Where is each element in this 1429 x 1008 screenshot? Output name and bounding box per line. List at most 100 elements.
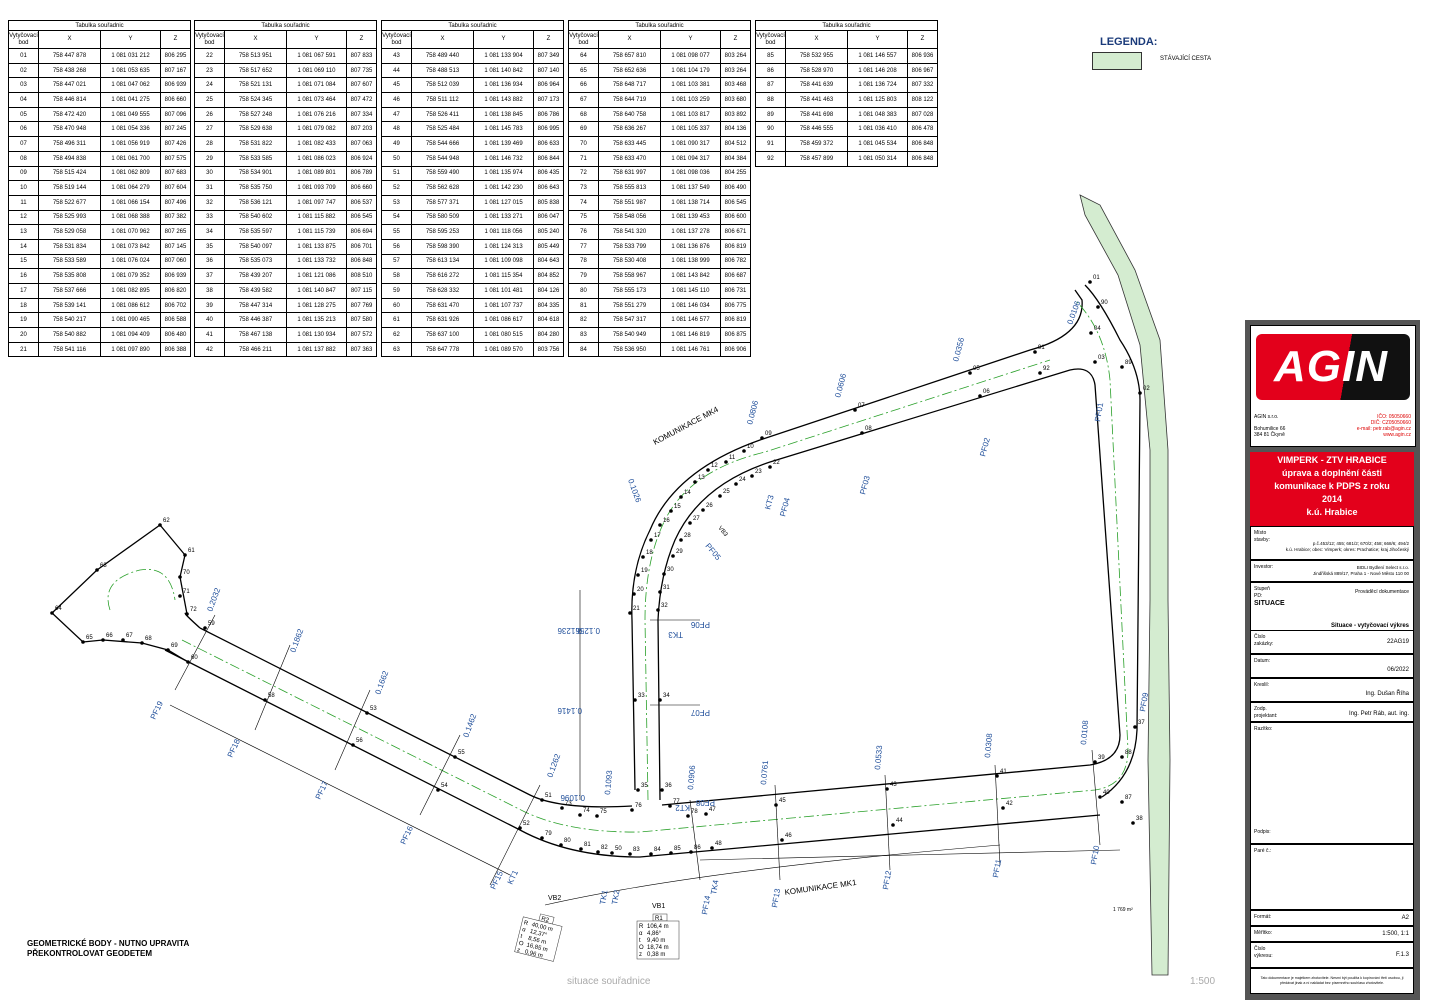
survey-point-marker <box>1093 360 1097 364</box>
z-coord: 807 332 <box>907 77 938 94</box>
survey-point-marker <box>183 553 187 557</box>
z-coord: 807 580 <box>346 312 377 329</box>
z-coord: 806 731 <box>720 283 751 299</box>
curve-r2-name: R2 <box>541 916 551 924</box>
z-coord: 807 096 <box>160 106 191 123</box>
site-value: p.č.453/12; 455; 681/2; 670/2; 458; 668/… <box>1286 541 1409 553</box>
survey-point-marker <box>1033 350 1037 354</box>
survey-point-marker <box>263 698 267 702</box>
survey-point-label: 37 <box>1138 720 1145 726</box>
station-label: 0.1096 <box>560 793 585 802</box>
survey-point-label: 27 <box>693 516 700 522</box>
mark-label: TK3 <box>668 630 683 639</box>
z-coord: 806 848 <box>907 150 938 167</box>
survey-point-label: 53 <box>370 706 377 712</box>
z-coord: 806 702 <box>160 297 191 314</box>
section-title: SITUACE <box>1254 600 1285 607</box>
survey-point-marker <box>203 626 207 630</box>
survey-point-label: 38 <box>1136 816 1143 822</box>
survey-point-marker <box>658 523 662 527</box>
point-id: 23 <box>194 62 225 79</box>
mark-label: KT3 <box>763 493 776 510</box>
x-coord: 758 524 345 <box>224 92 287 108</box>
curve-param-key: O <box>639 945 644 951</box>
station-label: 0.0761 <box>759 759 770 785</box>
z-coord: 807 572 <box>346 327 377 343</box>
survey-point-marker <box>760 436 764 440</box>
mk1-south-edge <box>164 649 1101 858</box>
x-coord: 758 530 408 <box>598 253 661 270</box>
survey-point-marker <box>693 480 697 484</box>
x-coord: 758 535 073 <box>224 253 287 270</box>
survey-point-label: 70 <box>183 570 190 576</box>
survey-point-label: 67 <box>126 633 133 639</box>
curve-param-value: 12,37° <box>529 929 548 939</box>
survey-point-label: 87 <box>1125 795 1132 801</box>
curve-param-value: 0,96 m <box>524 949 543 959</box>
survey-point-marker <box>860 431 864 435</box>
x-coord: 758 466 211 <box>224 341 287 358</box>
title-line: úprava a doplnění části <box>1281 468 1383 478</box>
survey-point-label: 25 <box>723 489 730 495</box>
company-box: AGIN AGIN s.r.o. Bohumilice 66 384 81 Čk… <box>1250 325 1416 447</box>
z-coord: 804 852 <box>533 268 564 284</box>
survey-point-marker <box>668 804 672 808</box>
profile-label: PF06 <box>690 620 710 629</box>
x-coord: 758 540 217 <box>38 312 101 329</box>
station-label: 0.0806 <box>745 399 760 425</box>
z-coord: 806 819 <box>720 312 751 329</box>
survey-points: 0102030405060708091011121314151617181920… <box>50 275 1150 856</box>
point-id: 05 <box>8 106 39 123</box>
turning-area <box>51 524 201 663</box>
survey-point-label: 30 <box>667 567 674 573</box>
survey-point-marker <box>704 812 708 816</box>
column-header: Vytyčovací bod <box>755 30 786 49</box>
company-web: www.agin.cz <box>1383 432 1411 438</box>
date-value: 06/2022 <box>1387 667 1409 673</box>
z-coord: 807 349 <box>533 48 564 64</box>
survey-point-label: 28 <box>684 533 691 539</box>
survey-point-label: 79 <box>545 831 552 837</box>
point-id: 79 <box>568 268 599 284</box>
survey-point-label: 74 <box>583 808 590 814</box>
scale-label: Měřítko: <box>1254 930 1273 936</box>
profile-label: PF10 <box>1089 844 1101 865</box>
survey-point-label: 63 <box>100 563 107 569</box>
survey-point-marker <box>1138 391 1142 395</box>
profile-label: PF02 <box>978 436 992 457</box>
column-header: X <box>598 30 661 49</box>
survey-point-marker <box>669 851 673 855</box>
mark-label: VB3 <box>716 525 728 538</box>
note-line: PŘEKONTROLOVAT GEODETEM <box>27 949 153 958</box>
z-coord: 805 838 <box>533 194 564 211</box>
survey-point-marker <box>671 554 675 558</box>
z-coord: 806 782 <box>720 253 751 270</box>
survey-point-label: 91 <box>1038 345 1045 351</box>
sign-label: Podpis: <box>1254 829 1271 835</box>
point-id: 15 <box>8 253 39 270</box>
profile-label: PF08 <box>695 798 715 807</box>
z-coord: 804 335 <box>533 297 564 314</box>
z-coord: 807 140 <box>533 62 564 79</box>
z-coord: 806 388 <box>160 341 191 358</box>
drawn-row: Kreslil: Ing. Dušan Říha <box>1250 678 1414 702</box>
survey-point-label: 08 <box>865 426 872 432</box>
investor-value: BIDLI Bydlení Select s.r.o. Jindřišská 8… <box>1313 565 1409 577</box>
x-coord: 758 447 021 <box>38 77 101 94</box>
survey-point-marker <box>186 660 190 664</box>
